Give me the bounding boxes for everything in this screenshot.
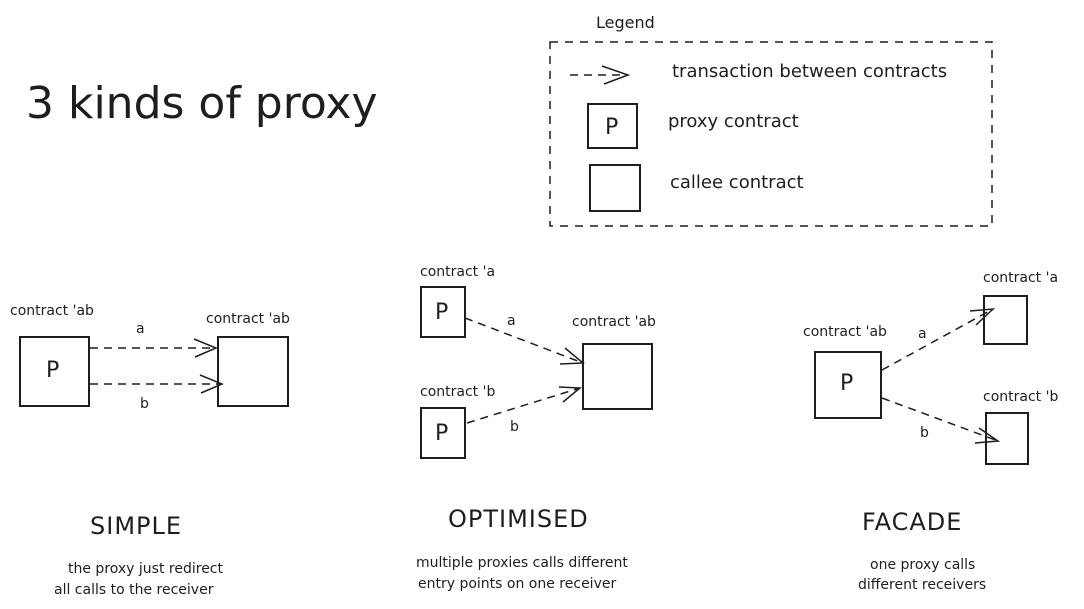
optimised-section: contract 'a P contract 'b P contract 'ab… — [416, 264, 656, 592]
legend-proxy-label: proxy contract — [668, 111, 799, 132]
facade-edge-label-a: a — [918, 326, 927, 342]
legend: Legend transaction between contracts P p… — [549, 13, 993, 227]
simple-arrow-b — [90, 374, 224, 394]
optimised-arrow-a — [464, 317, 585, 365]
legend-proxy-letter: P — [605, 115, 618, 140]
facade-desc-line2: different receivers — [858, 577, 986, 593]
facade-arrow-a — [881, 308, 996, 371]
facade-edge-label-b: b — [920, 425, 929, 441]
legend-callee-label: callee contract — [670, 172, 804, 193]
optimised-edge-label-a: a — [507, 313, 516, 329]
facade-callee-a-box — [983, 295, 1028, 345]
simple-desc-line1: the proxy just redirect — [68, 561, 224, 577]
optimised-desc-line1: multiple proxies calls different — [416, 555, 628, 571]
optimised-proxy-b-name: contract 'b — [420, 384, 495, 400]
simple-proxy-box — [19, 336, 90, 407]
legend-title: Legend — [596, 13, 655, 32]
facade-proxy-letter: P — [840, 371, 853, 396]
legend-proxy-box — [587, 103, 638, 149]
optimised-desc-line2: entry points on one receiver — [418, 576, 616, 592]
simple-edge-label-a: a — [136, 321, 145, 337]
simple-callee-name: contract 'ab — [206, 311, 290, 327]
facade-desc-line1: one proxy calls — [870, 557, 975, 573]
facade-proxy-box — [814, 351, 882, 419]
optimised-proxy-a-name: contract 'a — [420, 264, 495, 280]
optimised-edge-label-b: b — [510, 419, 519, 435]
simple-arrow-a — [90, 338, 218, 358]
legend-frame — [549, 41, 993, 227]
optimised-heading: OPTIMISED — [448, 505, 589, 533]
simple-callee-box — [217, 336, 289, 407]
facade-callee-a-name: contract 'a — [983, 270, 1058, 286]
optimised-callee-box — [582, 343, 653, 410]
facade-arrow-b — [881, 397, 1001, 444]
facade-proxy-name: contract 'ab — [803, 324, 887, 340]
optimised-callee-name: contract 'ab — [572, 314, 656, 330]
optimised-proxy-a-letter: P — [435, 300, 448, 325]
optimised-proxy-a-box — [420, 286, 466, 338]
legend-transaction-arrow-icon — [570, 65, 631, 85]
facade-heading: FACADE — [862, 508, 962, 536]
legend-callee-box — [589, 164, 641, 212]
page-title: 3 kinds of proxy — [26, 78, 378, 129]
simple-proxy-name: contract 'ab — [10, 303, 94, 319]
simple-edge-label-b: b — [140, 396, 149, 412]
simple-section: contract 'ab P contract 'ab a b SIMPLE t… — [10, 303, 290, 598]
simple-desc-line2: all calls to the receiver — [54, 582, 214, 598]
optimised-proxy-b-box — [420, 407, 466, 459]
legend-transaction-label: transaction between contracts — [672, 61, 947, 82]
facade-callee-b-box — [985, 412, 1029, 465]
simple-proxy-letter: P — [46, 358, 59, 383]
facade-section: contract 'ab P contract 'a contract 'b a… — [803, 270, 1058, 593]
simple-heading: SIMPLE — [90, 512, 182, 540]
facade-callee-b-name: contract 'b — [983, 389, 1058, 405]
optimised-arrow-b — [466, 386, 582, 424]
optimised-proxy-b-letter: P — [435, 421, 448, 446]
